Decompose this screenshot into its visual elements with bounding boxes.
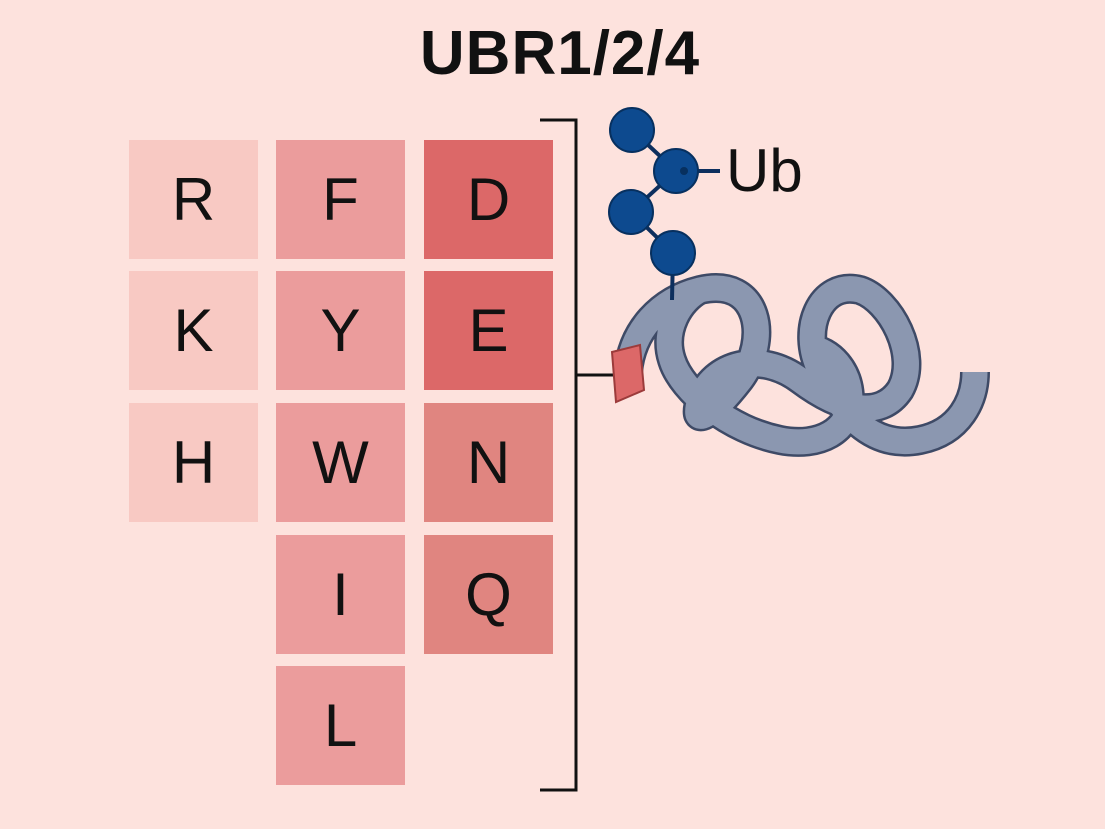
ubiquitin-chain-icon (609, 108, 720, 300)
ubiquitin-bead-icon (651, 231, 695, 275)
ubiquitin-bead-icon (609, 190, 653, 234)
degron-end-icon (612, 345, 644, 402)
protein-chain-icon (628, 288, 975, 442)
bracket (540, 120, 618, 790)
ubiquitin-label: Ub (726, 136, 803, 205)
ubiquitin-bead-icon (654, 149, 698, 193)
ubiquitin-bead-icon (610, 108, 654, 152)
